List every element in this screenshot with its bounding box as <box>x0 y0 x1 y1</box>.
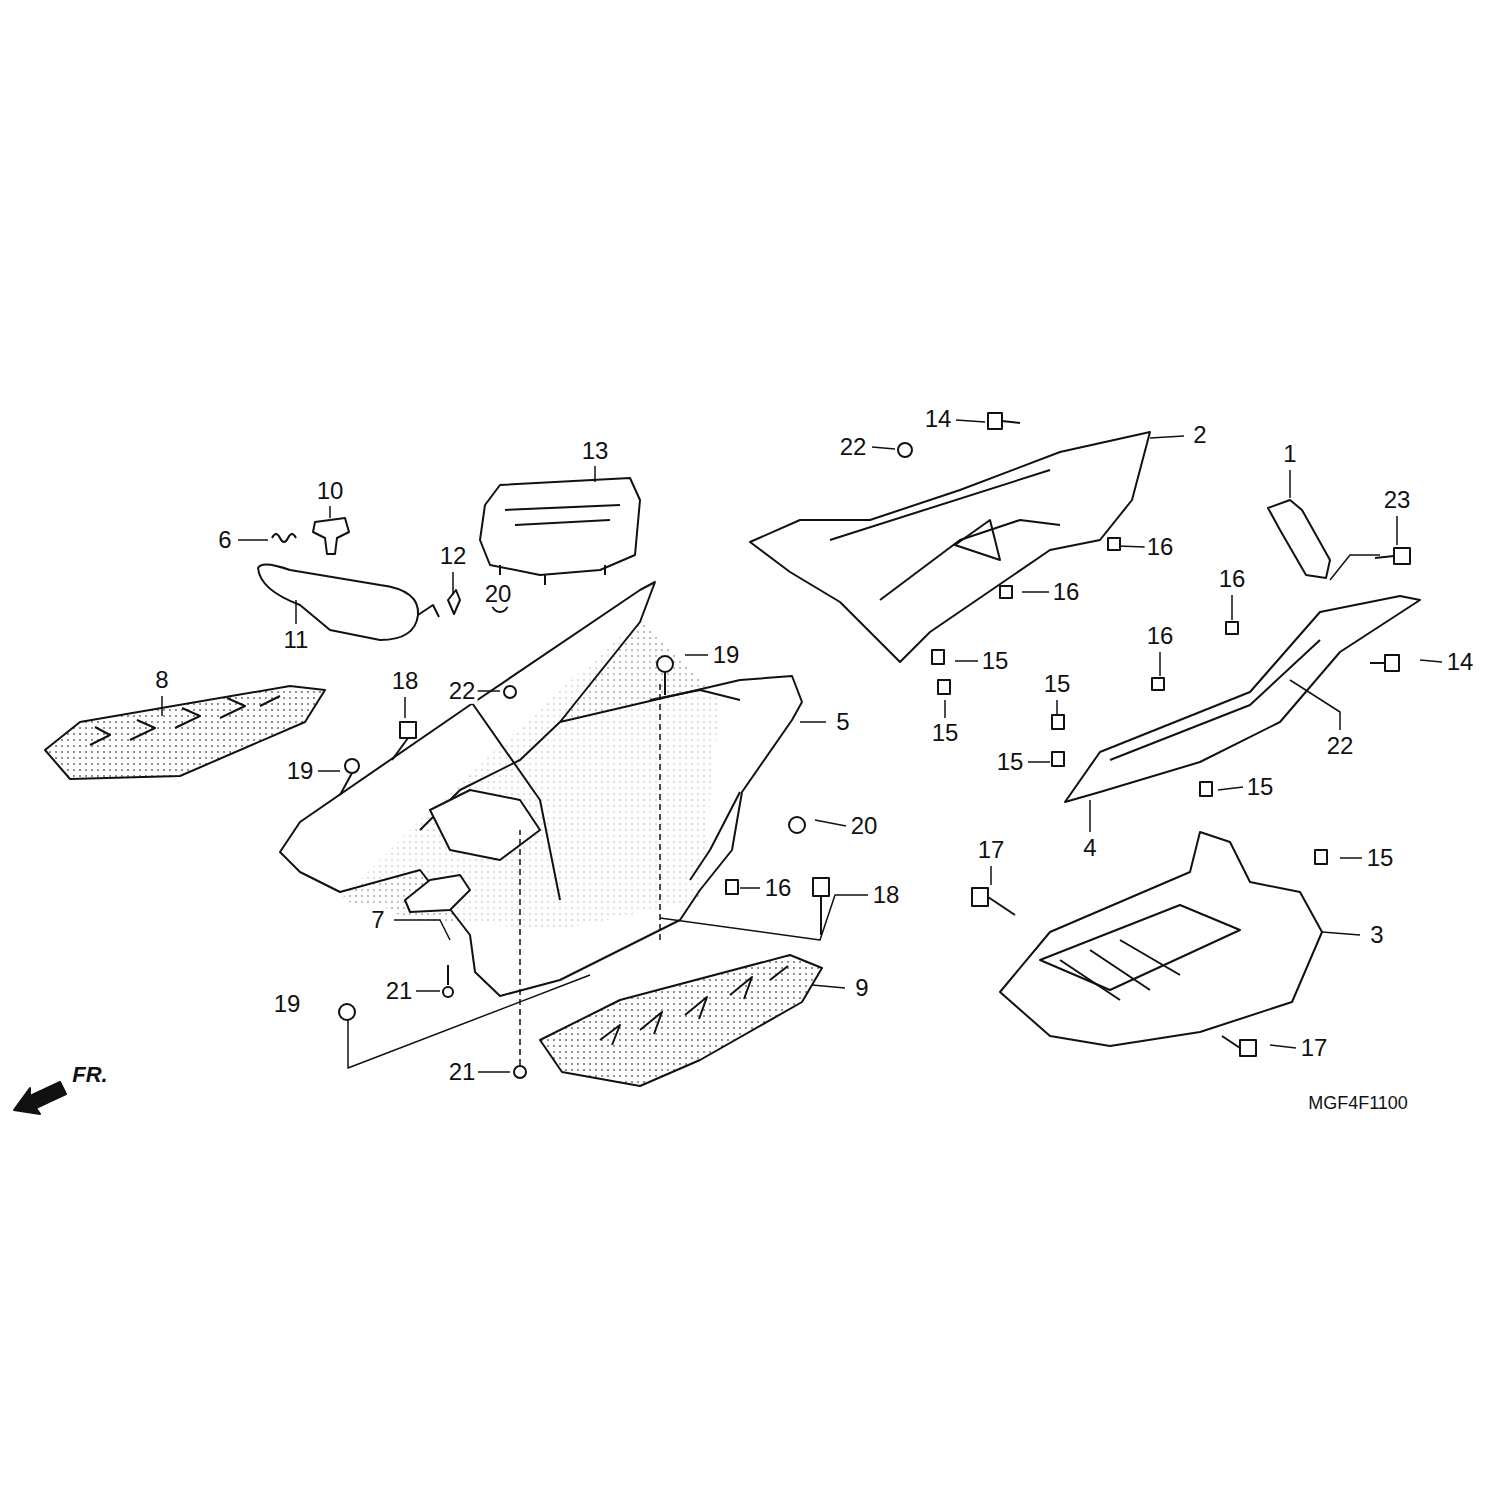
callout-number: 22 <box>447 678 478 704</box>
diagram-note: MGF4F1100 <box>1306 1094 1410 1114</box>
callout-number: 23 <box>1382 487 1413 513</box>
callout-number: 9 <box>853 975 870 1001</box>
callout-number: 17 <box>1299 1035 1330 1061</box>
callout-number: 21 <box>384 978 415 1004</box>
callout-number: 16 <box>1145 623 1176 649</box>
callout-number: 19 <box>711 642 742 668</box>
callout-number: 17 <box>976 837 1007 863</box>
callout-number: 14 <box>1445 649 1476 675</box>
callout-number: 20 <box>849 813 880 839</box>
callout-number: 15 <box>995 749 1026 775</box>
callout-number: 6 <box>216 527 233 553</box>
callout-number: 3 <box>1368 922 1385 948</box>
callout-number: 4 <box>1081 835 1098 861</box>
callout-number: 13 <box>580 438 611 464</box>
callout-number: 18 <box>390 668 421 694</box>
callout-number: 5 <box>834 709 851 735</box>
callout-number: 16 <box>763 875 794 901</box>
callout-number: 15 <box>1245 774 1276 800</box>
callout-number: 20 <box>483 581 514 607</box>
callout-number: 22 <box>1325 733 1356 759</box>
callout-number: 2 <box>1191 422 1208 448</box>
callout-number: 15 <box>930 720 961 746</box>
callout-number: 12 <box>438 543 469 569</box>
callout-number: 19 <box>272 991 303 1017</box>
callout-number: 16 <box>1051 579 1082 605</box>
callout-number: 15 <box>1365 845 1396 871</box>
callout-number: 21 <box>447 1059 478 1085</box>
callout-number: 19 <box>285 758 316 784</box>
callout-number: 1 <box>1281 441 1298 467</box>
callout-number: 15 <box>1042 671 1073 697</box>
callout-number: 14 <box>923 406 954 432</box>
callout-number: 22 <box>838 434 869 460</box>
callout-number: 16 <box>1145 534 1176 560</box>
diagram-note: FR. <box>70 1063 109 1087</box>
callout-number: 15 <box>980 648 1011 674</box>
callout-number: 8 <box>153 667 170 693</box>
callout-number: 7 <box>369 907 386 933</box>
callout-number: 11 <box>282 627 311 653</box>
callout-number: 16 <box>1217 566 1248 592</box>
callout-number: 18 <box>871 882 902 908</box>
callout-number: 10 <box>315 478 346 504</box>
